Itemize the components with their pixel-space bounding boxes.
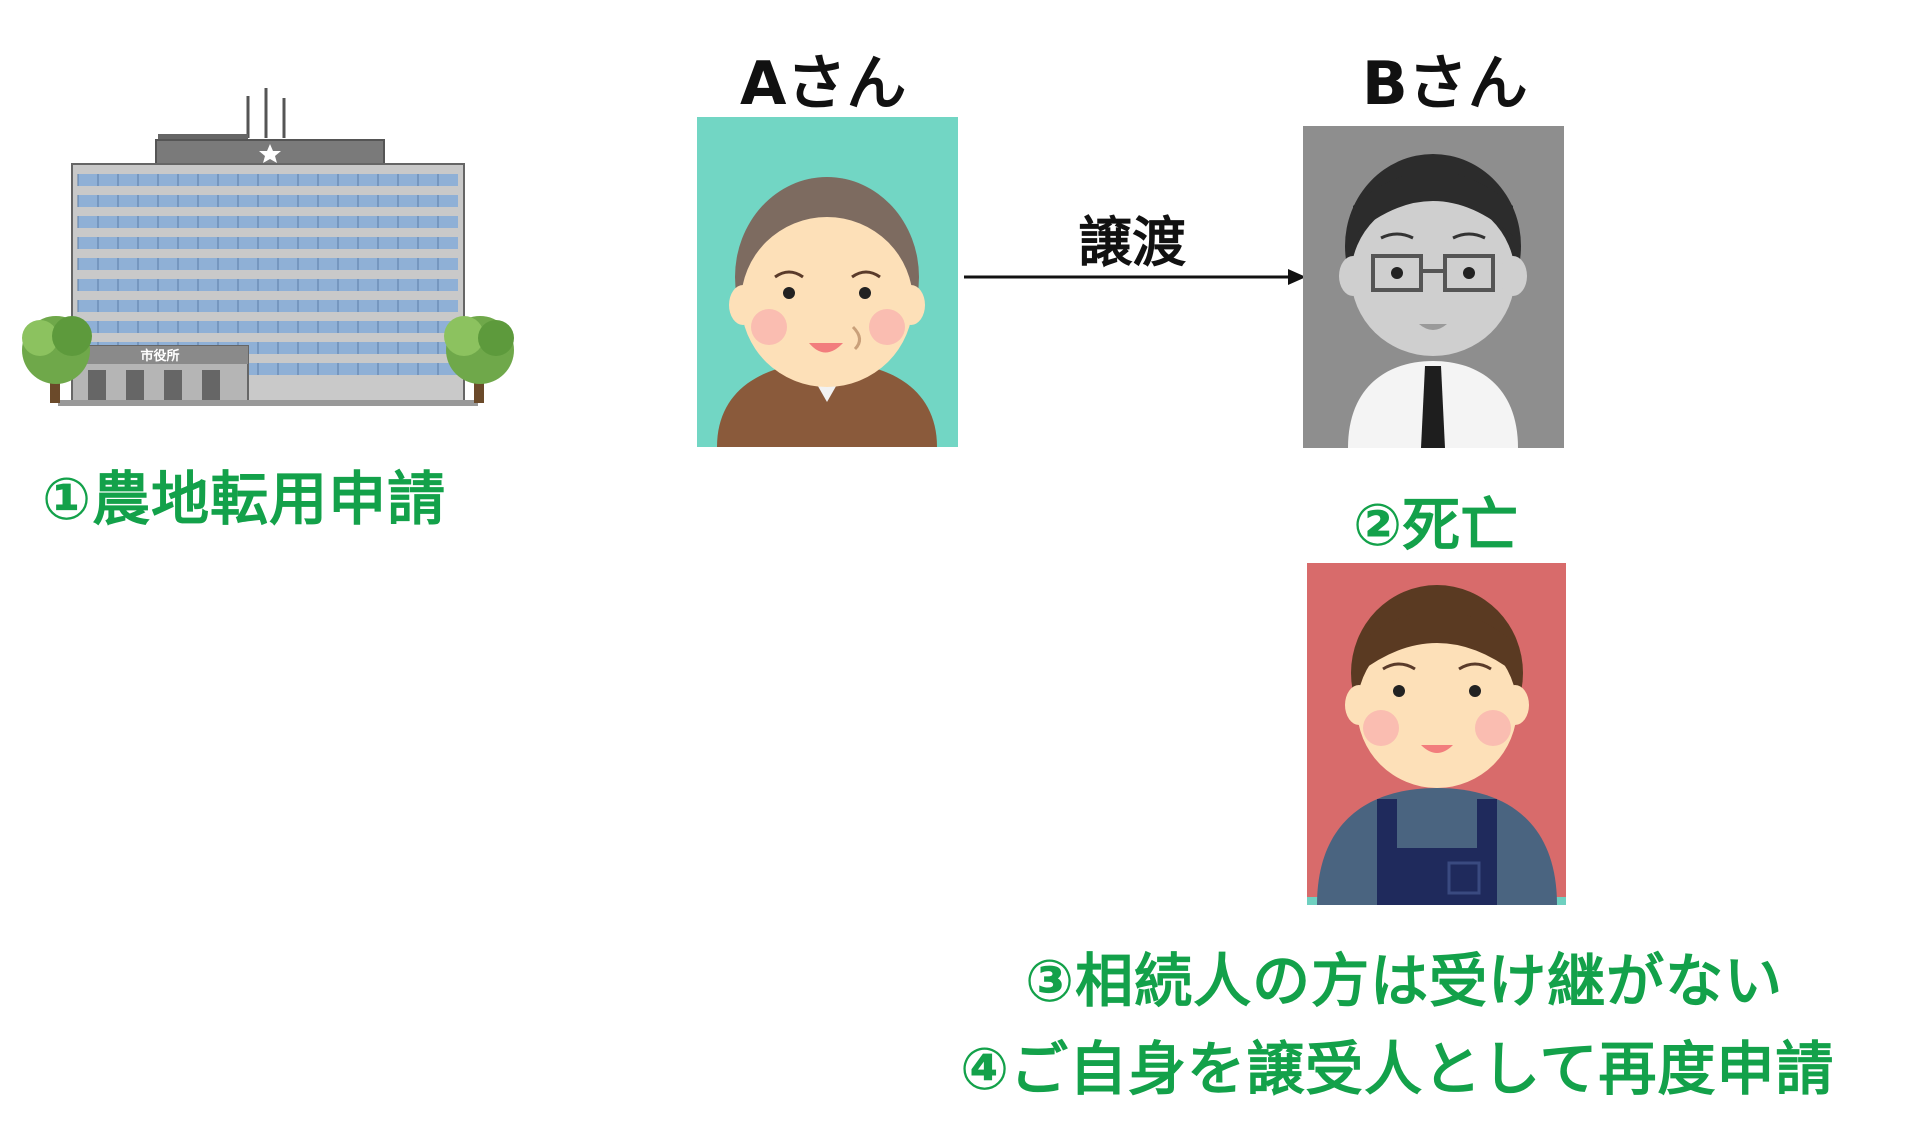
step-farmland-conversion-application: ①農地転用申請 bbox=[42, 465, 447, 533]
step-death: ②死亡 bbox=[1353, 491, 1519, 559]
window-row bbox=[78, 258, 458, 270]
transfer-label: 譲渡 bbox=[1078, 211, 1186, 274]
heir-portrait bbox=[1307, 563, 1566, 905]
window-row bbox=[78, 216, 458, 228]
person-a-label: Aさん bbox=[740, 49, 907, 119]
city-hall-illustration: 市役所 bbox=[22, 88, 514, 406]
window-row bbox=[78, 237, 458, 249]
window-row bbox=[78, 300, 458, 312]
transfer-arrow bbox=[964, 269, 1306, 285]
person-a-portrait bbox=[697, 117, 958, 447]
step-heir-does-not-inherit: ③相続人の方は受け継がない bbox=[1025, 947, 1784, 1015]
window-row bbox=[78, 174, 458, 186]
window-row bbox=[78, 195, 458, 207]
city-hall-sign: 市役所 bbox=[140, 348, 179, 364]
window-row bbox=[78, 279, 458, 291]
window-row bbox=[78, 321, 458, 333]
person-b-portrait bbox=[1303, 126, 1564, 448]
person-b-label: Bさん bbox=[1362, 49, 1528, 119]
step-reapply-as-transferee: ④ご自身を譲受人として再度申請 bbox=[960, 1035, 1835, 1103]
